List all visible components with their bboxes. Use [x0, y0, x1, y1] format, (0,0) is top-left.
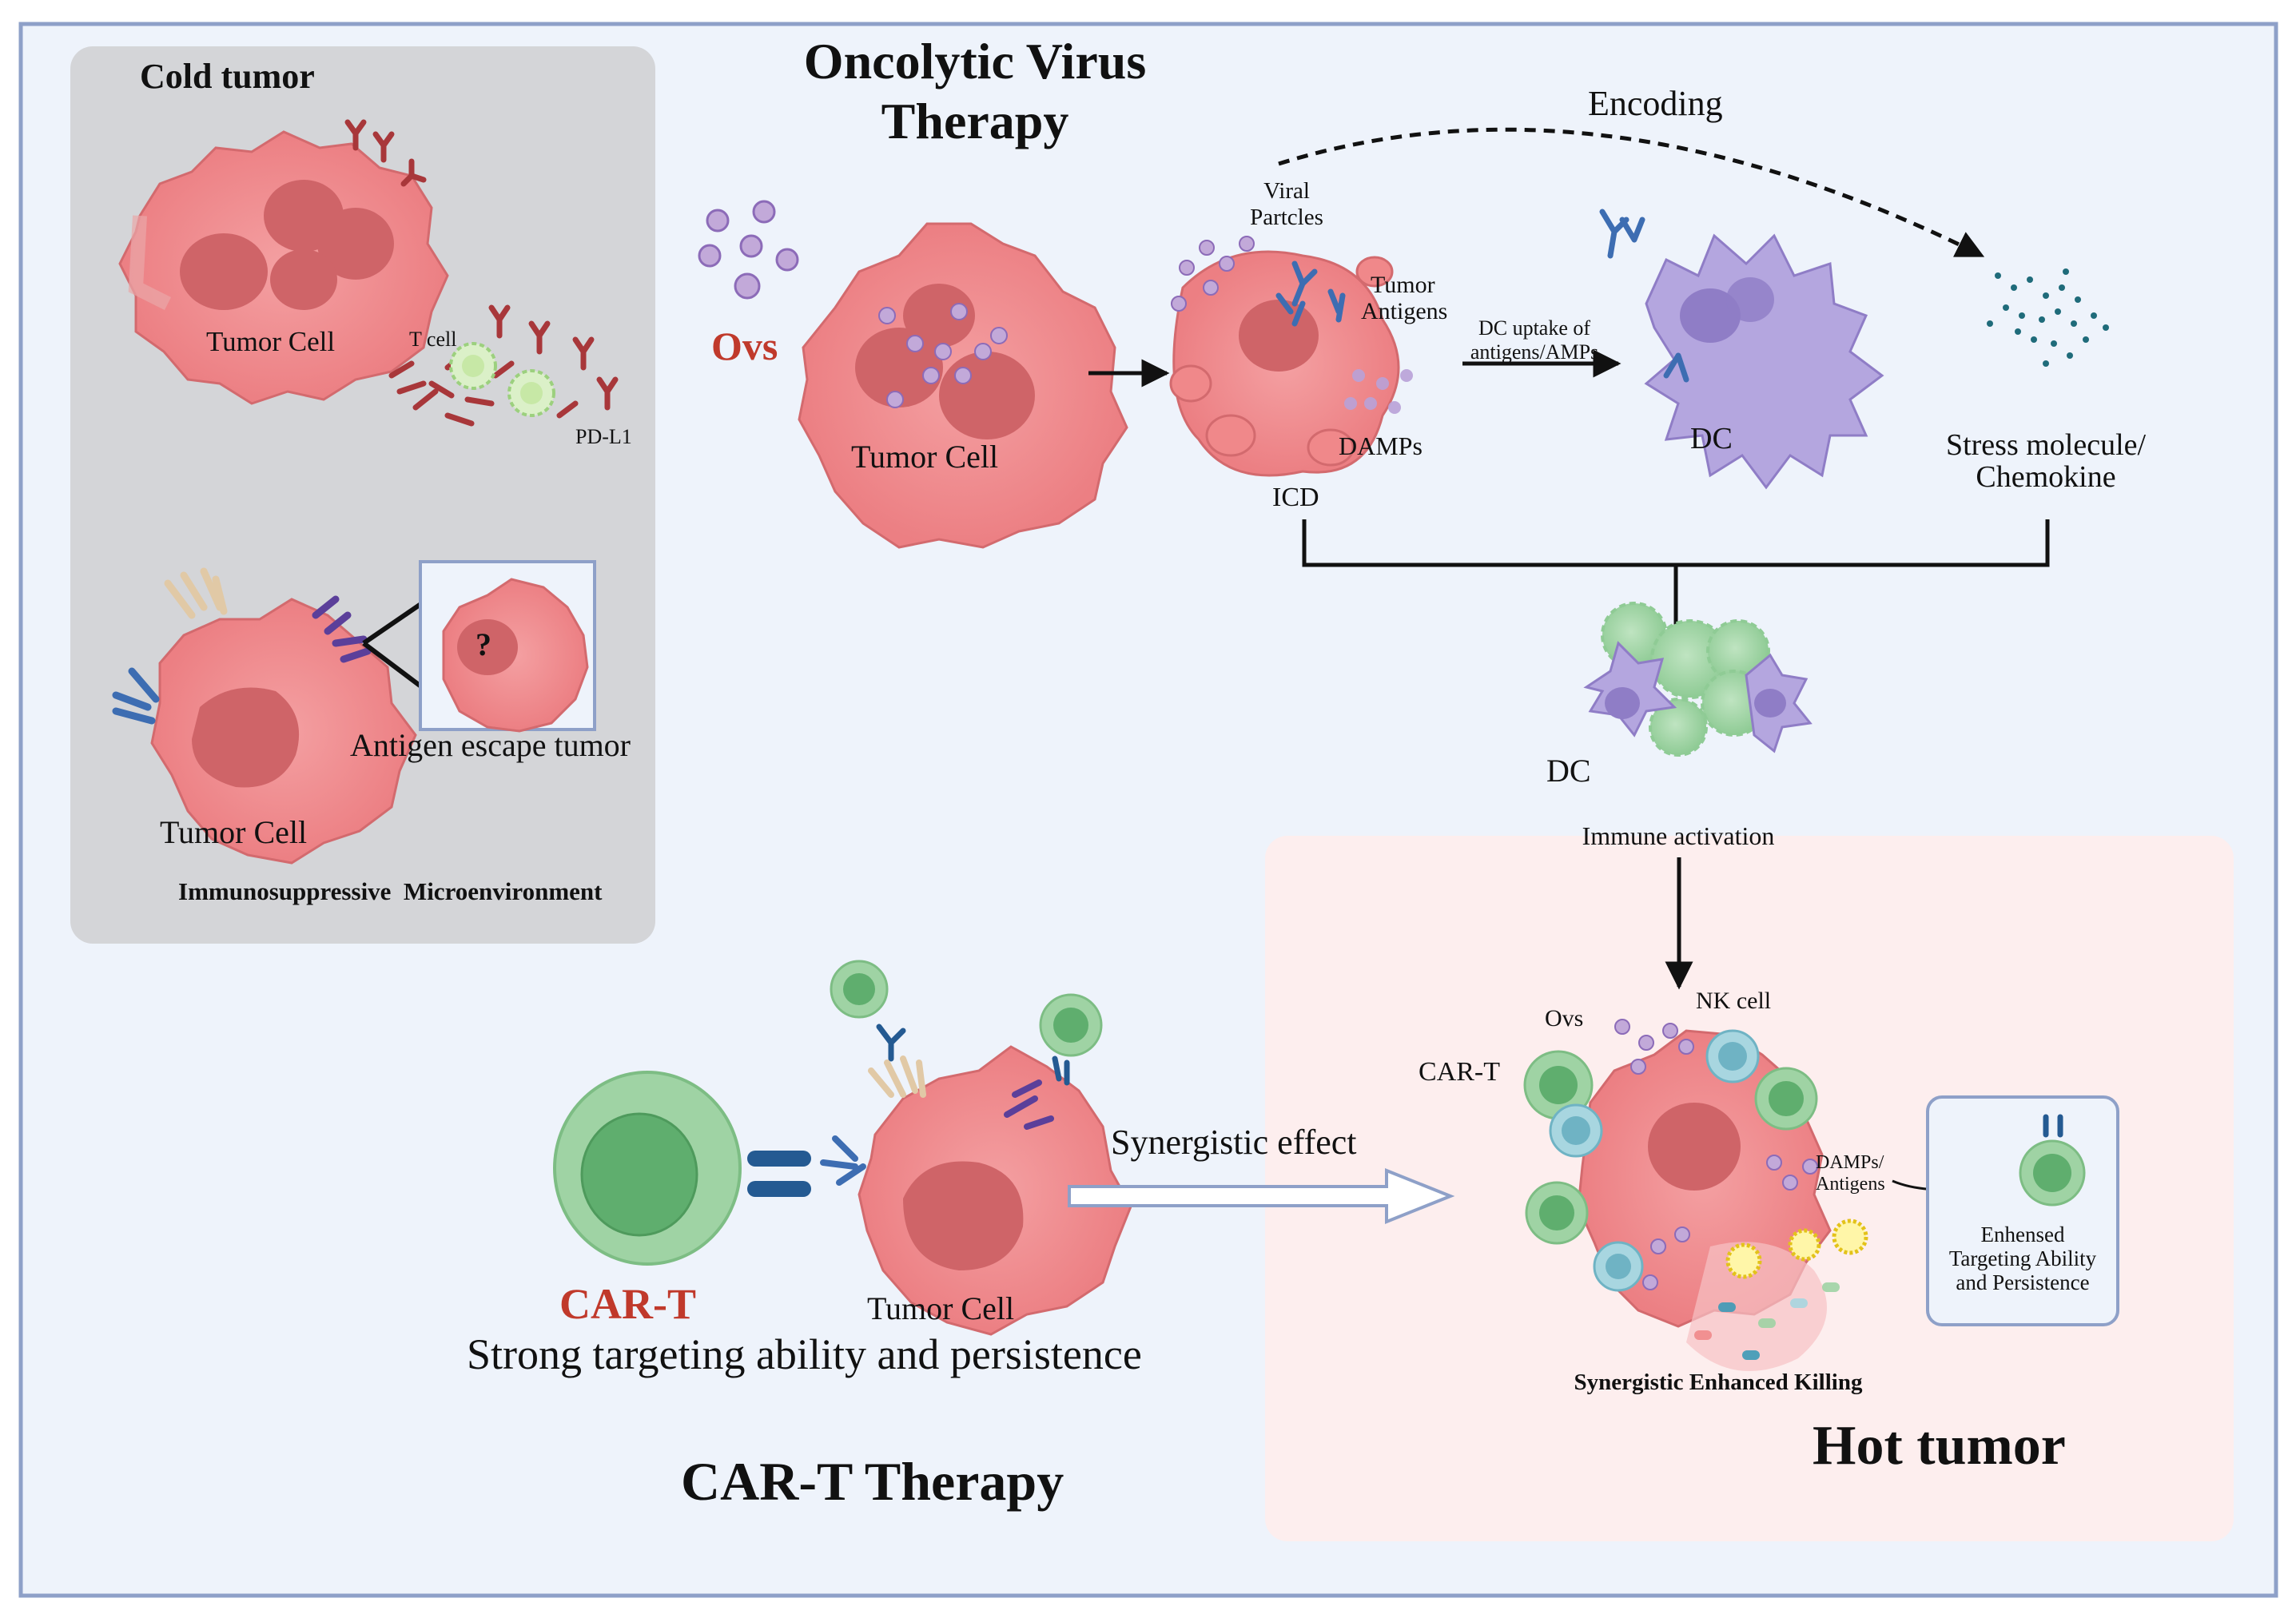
- synergistic-effect-arrow: [1068, 1168, 1455, 1224]
- hot-tumor-immune-cells: [1523, 1029, 1868, 1292]
- car-t-tumor-cell-label: Tumor Cell: [867, 1290, 1015, 1326]
- immune-activation-label: Immune activation: [1582, 821, 1775, 850]
- hot-damps-label-line2: Antigens: [1816, 1174, 1885, 1195]
- icd-label: ICD: [1272, 483, 1319, 512]
- dc-uptake-label-line1: DC uptake of: [1478, 316, 1591, 340]
- antigen-escape-connector: [362, 601, 424, 690]
- ov-therapy-title-line2: Therapy: [881, 93, 1069, 149]
- dc-uptake-label-line2: antigens/AMPs: [1470, 340, 1599, 364]
- car-t-tumor-cell: [858, 1045, 1132, 1336]
- hot-ovs-label: Ovs: [1545, 1005, 1584, 1032]
- car-t-label: CAR-T: [559, 1280, 696, 1328]
- strong-targeting-label: Strong targeting ability and persistence: [467, 1330, 1142, 1378]
- cold-tumor-cell-label-top: Tumor Cell: [206, 326, 336, 357]
- question-mark-label: ?: [476, 626, 491, 662]
- antigen-receptor-icons: [112, 567, 372, 725]
- hot-damps-label-line1: DAMPs/: [1816, 1152, 1884, 1173]
- dendritic-cell-top: [1599, 209, 1884, 490]
- encoding-dashed-arrow: [1278, 127, 1985, 258]
- antigen-escape-label: Antigen escape tumor: [350, 727, 631, 763]
- oncolytic-virus-particles: [698, 200, 799, 300]
- viral-particles-label-line1: Viral: [1263, 178, 1310, 204]
- antigen-escape-inset: [419, 560, 596, 733]
- hot-tumor-title: Hot tumor: [1813, 1415, 2066, 1477]
- hot-tumor-debris: [1694, 1282, 1840, 1360]
- viral-particles-label-line2: Partcles: [1250, 205, 1323, 230]
- tumor-antigens-label-line2: Antigens: [1361, 298, 1448, 324]
- t-cell-icons: [449, 342, 555, 417]
- ov-tumor-cell-label: Tumor Cell: [851, 439, 999, 475]
- cold-tumor-cell-label-bottom: Tumor Cell: [160, 814, 308, 850]
- stress-molecule-label-line2: Chemokine: [1976, 460, 2116, 494]
- enhanced-label-line2: Targeting Ability: [1948, 1246, 2097, 1270]
- pd-l1-label: PD-L1: [575, 425, 632, 448]
- enhanced-car-t-cell: [2019, 1114, 2086, 1207]
- icd-lysed-tumor-cell: [1169, 236, 1413, 477]
- stress-molecule-label-line1: Stress molecule/: [1945, 428, 2147, 462]
- enhanced-label-line1: Enhensed: [1980, 1222, 2065, 1246]
- car-t-bound-cells: [830, 960, 1103, 1130]
- activated-immune-cell-cluster: [1583, 602, 1813, 757]
- cold-tumor-cell-cluster: [118, 130, 449, 405]
- ov-tumor-cell: [798, 222, 1128, 549]
- enhanced-label-line3: and Persistence: [1956, 1270, 2090, 1294]
- stress-molecule-dots: [1987, 268, 2109, 367]
- damps-label: DAMPs: [1339, 431, 1423, 460]
- ovs-label: Ovs: [711, 324, 778, 368]
- encoding-label: Encoding: [1588, 84, 1723, 123]
- hot-tumor-virus-particles: [1614, 1019, 1818, 1290]
- t-cell-label: T cell: [409, 328, 457, 351]
- dc-label-top: DC: [1690, 422, 1733, 455]
- antigen-escape-tumor-cell: [150, 598, 417, 865]
- synergistic-effect-label: Synergistic effect: [1111, 1123, 1357, 1162]
- car-t-cell: [553, 1071, 742, 1266]
- ov-therapy-title-line1: Oncolytic Virus: [803, 33, 1147, 89]
- immunosuppressive-label: Immunosuppressive Microenvironment: [178, 877, 603, 905]
- tumor-antigens-label-line1: Tumor: [1371, 272, 1435, 298]
- hot-car-t-label: CAR-T: [1419, 1057, 1500, 1087]
- synergistic-killing-label: Synergistic Enhanced Killing: [1574, 1370, 1863, 1395]
- nk-cell-label: NK cell: [1696, 988, 1772, 1014]
- dc-label-activated: DC: [1546, 753, 1591, 789]
- car-t-therapy-title: CAR-T Therapy: [681, 1451, 1064, 1512]
- cold-tumor-title: Cold tumor: [140, 57, 315, 96]
- car-receptor-icon: [747, 1135, 866, 1197]
